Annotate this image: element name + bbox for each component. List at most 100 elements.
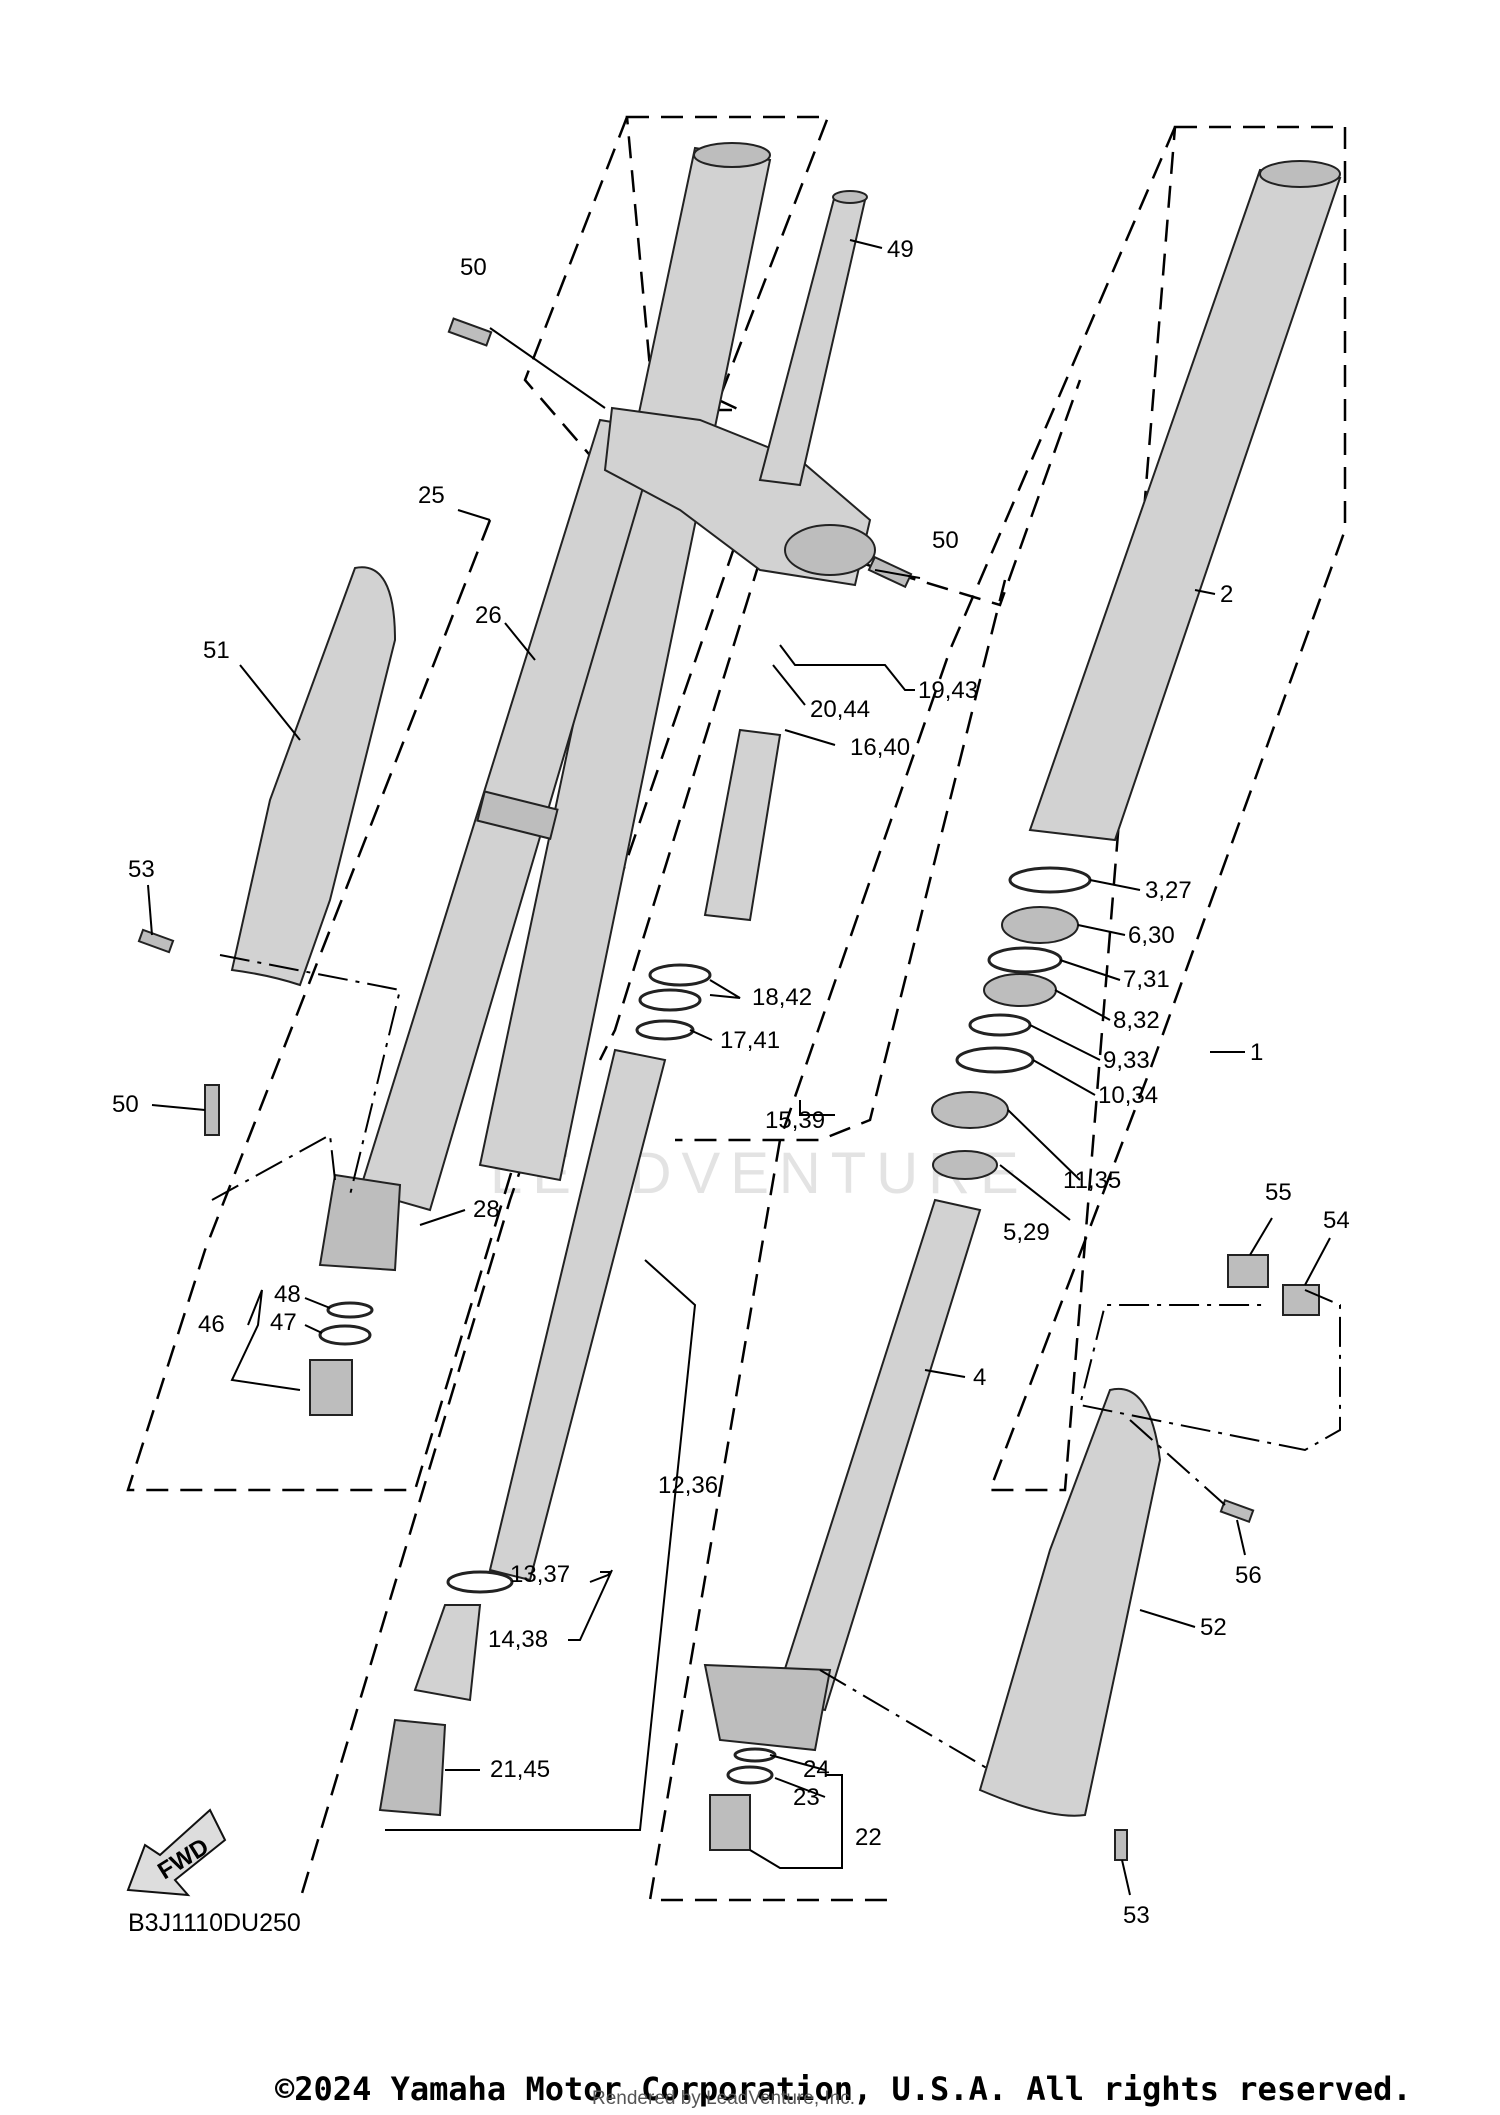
callout-56: 56 — [1235, 1562, 1262, 1589]
leader-8-32 — [1054, 989, 1111, 1021]
left-fork-guard — [230, 566, 397, 987]
callout-50-top: 50 — [460, 254, 487, 281]
leader-10-34 — [1032, 1059, 1096, 1096]
group-box-right-fork-2 — [648, 126, 1177, 1902]
callout-12-36: 12,36 — [658, 1472, 718, 1499]
chain-left-guard — [219, 954, 402, 1196]
leader-24 — [769, 1754, 826, 1771]
callout-48: 48 — [274, 1281, 301, 1308]
left-axle-bolt — [204, 1084, 220, 1136]
leader-50-mid — [874, 569, 921, 579]
cartridge-base-valve — [413, 1604, 482, 1702]
leader-25 — [457, 509, 491, 521]
callout-26: 26 — [475, 602, 502, 629]
callout-28: 28 — [473, 1196, 500, 1223]
callout-7-31: 7,31 — [1123, 966, 1170, 993]
steering-stem-top — [832, 190, 868, 204]
leader-52 — [1139, 1609, 1196, 1628]
leader-5-29 — [999, 1164, 1071, 1221]
left-dust-seal-band — [476, 790, 559, 840]
group-box-inner-2 — [298, 544, 737, 1901]
leader-49 — [849, 239, 883, 249]
callout-3-27: 3,27 — [1145, 877, 1192, 904]
callout-50-left: 50 — [112, 1091, 139, 1118]
right-bottom-plug — [709, 1794, 751, 1851]
group-box-right-fork — [988, 125, 1347, 1492]
leader-17-41 — [689, 1029, 713, 1041]
group-box-cartridge — [675, 579, 1007, 1142]
right-bottom-oring — [733, 1747, 777, 1763]
leader-9-33 — [1029, 1024, 1101, 1061]
leadventure-watermark: LEADVENTURE — [490, 1141, 1029, 1206]
right-outer-tube-top — [1259, 160, 1341, 188]
callout-52: 52 — [1200, 1614, 1227, 1641]
left-guard-bolt — [137, 928, 175, 954]
callout-18-42: 18,42 — [752, 984, 812, 1011]
callout-1: 1 — [1250, 1039, 1263, 1066]
callout-5-29: 5,29 — [1003, 1219, 1050, 1246]
diagram-code: B3J1110DU250 — [128, 1909, 301, 1937]
leader-6-30 — [1077, 924, 1126, 936]
leader-56 — [1236, 1519, 1246, 1556]
leader-26 — [504, 622, 536, 661]
left-outer-tube-top — [693, 142, 771, 168]
leader-4 — [924, 1369, 966, 1378]
callout-24: 24 — [803, 1756, 830, 1783]
right-inner-tube — [773, 1198, 982, 1712]
right-bottom-washer — [726, 1765, 774, 1785]
right-guard-bolt-56 — [1219, 1498, 1255, 1524]
callout-19-43: 19,43 — [918, 677, 978, 704]
callout-15-39: 15,39 — [765, 1107, 825, 1134]
leader-19-43 — [779, 644, 915, 691]
leader-28 — [419, 1209, 466, 1226]
callout-25: 25 — [418, 482, 445, 509]
leader-16-40 — [784, 729, 836, 746]
leader-50-top — [489, 327, 606, 409]
callout-21-45: 21,45 — [490, 1756, 550, 1783]
callout-8-32: 8,32 — [1113, 1007, 1160, 1034]
callout-13-37: 13,37 — [510, 1561, 570, 1588]
callout-20-44: 20,44 — [810, 696, 870, 723]
leader-22 — [749, 1774, 843, 1869]
callout-17-41: 17,41 — [720, 1027, 780, 1054]
fwd-arrow-icon — [126, 1808, 227, 1897]
cartridge-lower-oring — [446, 1570, 514, 1594]
right-fork-guard — [978, 1387, 1162, 1817]
callout-50-mid: 50 — [932, 527, 959, 554]
callout-14-38: 14,38 — [488, 1626, 548, 1653]
damper-cartridge — [488, 1048, 667, 1582]
leader-11-35 — [1007, 1109, 1081, 1181]
callout-54: 54 — [1323, 1207, 1350, 1234]
cartridge-oring-1 — [648, 963, 712, 987]
steering-stem — [758, 193, 867, 487]
chain-left-axle-bolt — [211, 1133, 336, 1201]
callout-22: 22 — [855, 1824, 882, 1851]
right-bushing — [931, 1091, 1009, 1129]
leader-50-left — [151, 1104, 206, 1111]
callout-47: 47 — [270, 1309, 297, 1336]
leader-54 — [1304, 1237, 1331, 1286]
leader-14-38 — [568, 1569, 613, 1641]
left-bottom-oring — [326, 1301, 374, 1319]
steering-stem-bolt-left — [447, 317, 493, 347]
leader-3-27 — [1089, 879, 1141, 891]
leader-51 — [239, 664, 301, 741]
leader-47 — [304, 1324, 323, 1334]
leader-12-36 — [385, 1259, 697, 1831]
leader-18-42 — [709, 979, 741, 999]
guard-bushing-54 — [1282, 1284, 1320, 1316]
right-outer-tube — [1028, 168, 1342, 842]
callout-9-33: 9,33 — [1103, 1047, 1150, 1074]
right-axle-bracket — [703, 1663, 832, 1752]
upper-bracket-clamp — [784, 524, 876, 576]
callout-16-40: 16,40 — [850, 734, 910, 761]
left-axle-bracket — [318, 1173, 402, 1272]
callout-11-35: 11,35 — [1063, 1167, 1121, 1194]
group-box-upper-bracket — [625, 115, 830, 412]
right-clip — [983, 973, 1057, 1007]
callout-46: 46 — [198, 1311, 225, 1338]
leader-55 — [1249, 1217, 1273, 1256]
right-guide-bushing — [932, 1150, 998, 1180]
cartridge-oring-3 — [635, 1019, 695, 1041]
